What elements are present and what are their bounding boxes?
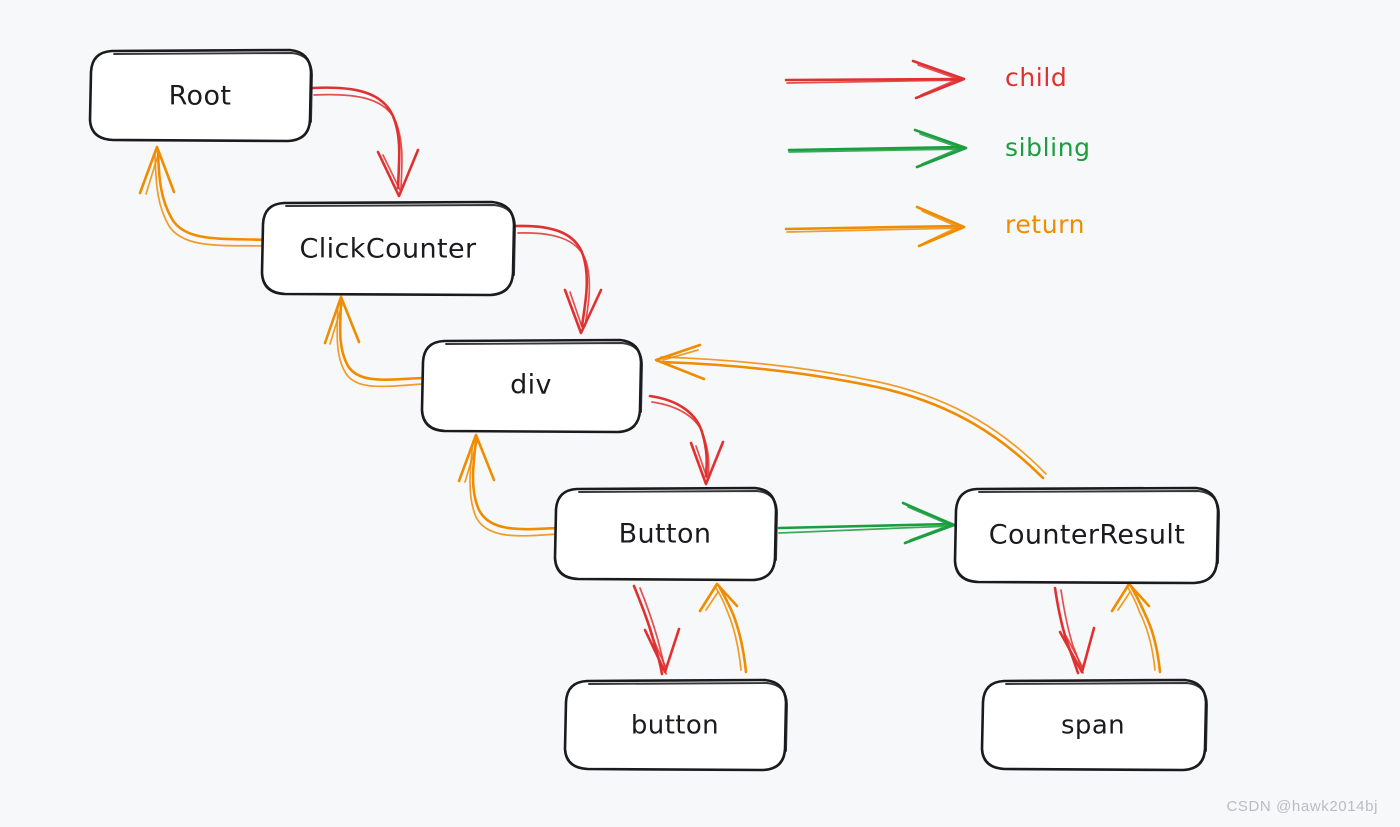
node-span-host-label: span xyxy=(1061,711,1125,741)
edge-clickcounter-to-div xyxy=(514,224,603,335)
edge-div-to-button xyxy=(648,394,725,486)
watermark: CSDN @hawk2014bj xyxy=(1226,798,1378,815)
legend-item-child[interactable]: child xyxy=(784,59,1067,100)
node-root-label: Root xyxy=(169,81,232,112)
node-clickcounter[interactable]: ClickCounter xyxy=(260,200,516,297)
node-button-host-label: button xyxy=(631,711,719,741)
legend-item-sibling[interactable]: sibling xyxy=(787,128,1091,169)
node-button-component[interactable]: Button xyxy=(553,486,778,582)
node-span-host[interactable]: span xyxy=(980,678,1208,772)
edge-button-to-div xyxy=(457,433,560,537)
legend-item-return[interactable]: return xyxy=(784,205,1085,248)
node-div[interactable]: div xyxy=(420,338,643,434)
node-counterresult[interactable]: CounterResult xyxy=(953,486,1220,585)
edge-span-to-counterresult xyxy=(1110,582,1162,674)
edges-layer xyxy=(138,86,1162,676)
legend-label-child: child xyxy=(1005,63,1067,92)
edge-counterresult-to-span xyxy=(1053,586,1096,675)
edge-buttonhost-to-button xyxy=(698,582,748,674)
node-counterresult-label: CounterResult xyxy=(989,520,1186,551)
edge-counterresult-to-div xyxy=(654,343,1047,480)
nodes-layer: Root ClickCounter div Button xyxy=(88,48,1220,772)
node-div-label: div xyxy=(510,370,552,401)
legend-label-sibling: sibling xyxy=(1005,133,1091,162)
node-root[interactable]: Root xyxy=(88,48,313,143)
edge-div-to-clickcounter xyxy=(323,295,427,388)
edge-root-to-clickcounter xyxy=(310,86,420,198)
edge-button-to-buttonhost xyxy=(632,584,681,676)
legend-label-return: return xyxy=(1005,210,1085,239)
node-button-host[interactable]: button xyxy=(563,678,788,772)
node-clickcounter-label: ClickCounter xyxy=(299,234,477,265)
edge-button-to-counterresult xyxy=(777,501,956,545)
node-button-component-label: Button xyxy=(619,519,712,550)
legend: child sibling return xyxy=(784,59,1091,248)
edge-clickcounter-to-root xyxy=(138,145,270,247)
